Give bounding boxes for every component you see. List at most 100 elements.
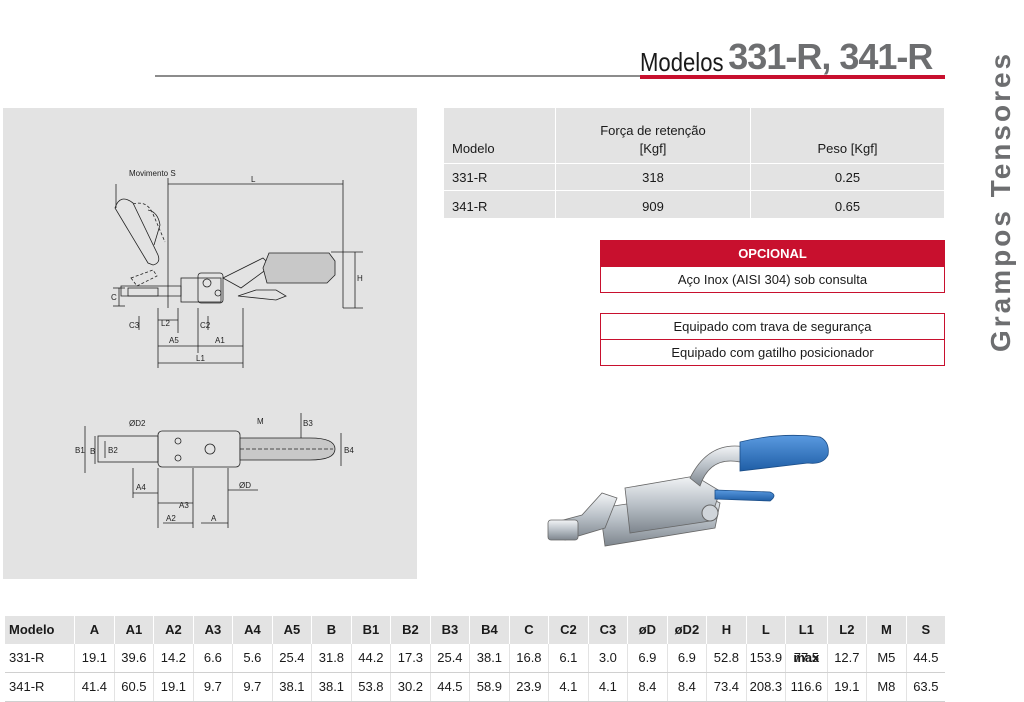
ft-header-peso: Peso [Kgf] bbox=[817, 141, 878, 156]
technical-drawing-panel: Movimento S L H C C3 L2 C2 A5 A1 L1 bbox=[3, 108, 417, 579]
latch-clamp-illustration bbox=[547, 434, 829, 547]
column-header: øD bbox=[627, 616, 667, 644]
column-header: L bbox=[745, 616, 786, 644]
table-cell: 31.8 bbox=[311, 644, 351, 672]
column-header: C2 bbox=[548, 616, 588, 644]
ft-divider bbox=[444, 190, 944, 191]
table-cell: 38.1 bbox=[271, 673, 312, 701]
table-cell: 8.4 bbox=[627, 673, 667, 701]
table-cell: 25.4 bbox=[271, 644, 312, 672]
column-header: A3 bbox=[192, 616, 233, 644]
table-cell: 44.5 bbox=[905, 644, 946, 672]
table-cell: 23.9 bbox=[508, 673, 549, 701]
table-cell: 58.9 bbox=[469, 673, 509, 701]
table-cell: 53.8 bbox=[350, 673, 391, 701]
table-cell: 39.6 bbox=[113, 644, 154, 672]
top-view-labels: ØD2 M B3 B1 B B2 B4 A4 A3 ØD A2 A bbox=[75, 417, 354, 523]
column-header: A bbox=[74, 616, 114, 644]
label-b3: B3 bbox=[303, 419, 313, 428]
table-cell: 19.1 bbox=[74, 644, 114, 672]
table-cell: 19.1 bbox=[153, 673, 193, 701]
header-rule bbox=[155, 75, 645, 77]
column-header: H bbox=[706, 616, 746, 644]
optional-box-2: Equipado com trava de segurança Equipado… bbox=[600, 313, 945, 366]
table-cell: 3.0 bbox=[587, 644, 628, 672]
label-a2: A2 bbox=[166, 514, 176, 523]
label-c3: C3 bbox=[129, 321, 140, 330]
ft-row2-modelo: 341-R bbox=[452, 199, 488, 214]
table-cell: 6.9 bbox=[627, 644, 667, 672]
column-header: A2 bbox=[153, 616, 193, 644]
header-accent-underline bbox=[640, 75, 945, 79]
table-cell: 63.5 bbox=[905, 673, 946, 701]
side-view bbox=[113, 178, 363, 368]
table-cell: 6.1 bbox=[548, 644, 588, 672]
optional-item-stainless: Aço Inox (AISI 304) sob consulta bbox=[677, 272, 868, 287]
page-title-models: 331-R, 341-R bbox=[728, 36, 933, 77]
page-title: Modelos 331-R, 341-R bbox=[640, 36, 933, 78]
table-cell: 116.6 bbox=[785, 673, 826, 701]
label-d2: ØD2 bbox=[129, 419, 146, 428]
table-cell: 331-R bbox=[9, 650, 45, 665]
column-header: C3 bbox=[587, 616, 628, 644]
table-cell: 73.4 bbox=[706, 673, 746, 701]
label-a: A bbox=[211, 514, 217, 523]
table-cell: 25.4 bbox=[429, 644, 470, 672]
column-header: A1 bbox=[113, 616, 154, 644]
ft-divider bbox=[444, 163, 944, 164]
label-c2: C2 bbox=[200, 321, 211, 330]
column-header: L2 bbox=[826, 616, 867, 644]
column-header: B1 bbox=[350, 616, 391, 644]
ft-header-forca-line1: Força de retenção bbox=[600, 123, 706, 138]
column-header: B2 bbox=[390, 616, 430, 644]
label-c: C bbox=[111, 293, 117, 302]
table-cell: 9.7 bbox=[232, 673, 272, 701]
ft-row1-modelo: 331-R bbox=[452, 170, 488, 185]
column-header: Modelo bbox=[9, 622, 55, 637]
technical-drawing: Movimento S L H C C3 L2 C2 A5 A1 L1 bbox=[75, 169, 363, 528]
column-header: L1 max bbox=[785, 616, 826, 665]
ft-row2-peso: 0.65 bbox=[834, 199, 861, 214]
table-cell: M8 bbox=[866, 673, 906, 701]
ft-header-forca-line2: [Kgf] bbox=[639, 141, 667, 156]
label-b4: B4 bbox=[344, 446, 354, 455]
table-cell: 4.1 bbox=[587, 673, 628, 701]
table-cell: 5.6 bbox=[232, 644, 272, 672]
column-header: S bbox=[905, 616, 946, 644]
column-header: A4 bbox=[232, 616, 272, 644]
ft-row1-forca: 318 bbox=[642, 170, 664, 185]
optional-title: OPCIONAL bbox=[601, 241, 944, 267]
optional-item-positioner: Equipado com gatilho posicionador bbox=[601, 339, 944, 365]
label-a1: A1 bbox=[215, 336, 225, 345]
label-l1: L1 bbox=[196, 354, 205, 363]
table-cell: 341-R bbox=[9, 679, 45, 694]
label-movimento-s: Movimento S bbox=[129, 169, 176, 178]
table-cell: 19.1 bbox=[826, 673, 867, 701]
table-cell: 44.2 bbox=[350, 644, 391, 672]
column-header: B bbox=[311, 616, 351, 644]
column-header: M bbox=[866, 616, 906, 644]
table-cell: 38.1 bbox=[311, 673, 351, 701]
label-a3: A3 bbox=[179, 501, 189, 510]
table-cell: M5 bbox=[866, 644, 906, 672]
page-title-label: Modelos bbox=[640, 47, 724, 77]
label-l2: L2 bbox=[161, 319, 170, 328]
optional-box: OPCIONAL Aço Inox (AISI 304) sob consult… bbox=[600, 240, 945, 293]
column-header: A5 bbox=[271, 616, 312, 644]
table-cell: 44.5 bbox=[429, 673, 470, 701]
table-cell: 41.4 bbox=[74, 673, 114, 701]
table-cell: 6.6 bbox=[192, 644, 233, 672]
table-cell: 4.1 bbox=[548, 673, 588, 701]
section-side-title: Grampos Tensores bbox=[985, 50, 1016, 352]
label-d: ØD bbox=[239, 481, 251, 490]
side-view-labels: Movimento S L H C C3 L2 C2 A5 A1 L1 bbox=[111, 169, 363, 363]
label-b2: B2 bbox=[108, 446, 118, 455]
column-header: B4 bbox=[469, 616, 509, 644]
label-h: H bbox=[357, 274, 363, 283]
column-header: øD2 bbox=[666, 616, 707, 644]
table-cell: 12.7 bbox=[826, 644, 867, 672]
